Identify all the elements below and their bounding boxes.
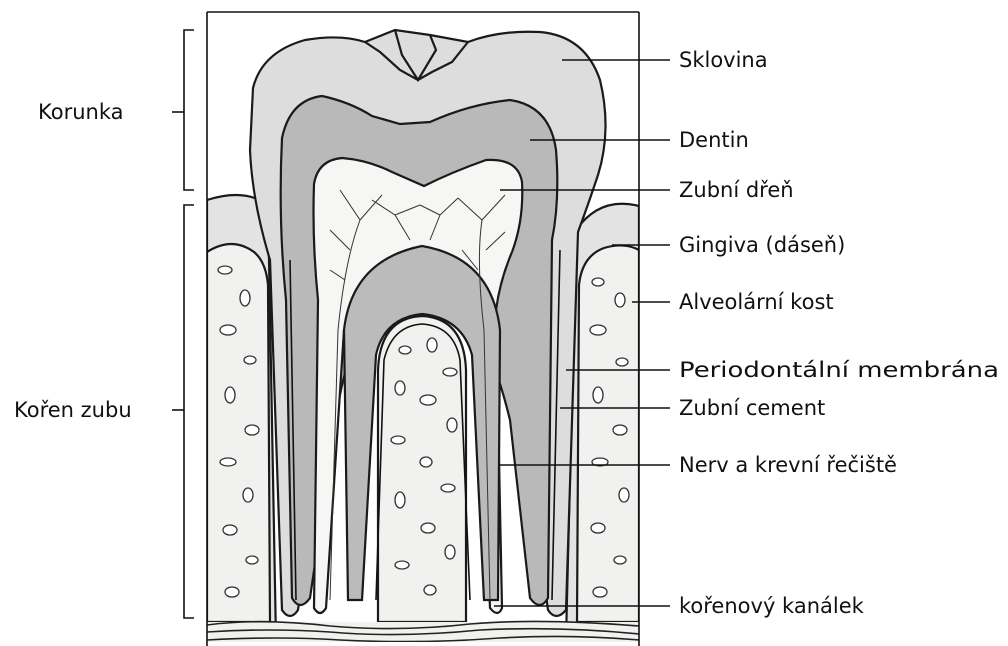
tooth-illustration	[207, 12, 639, 642]
label-alveolar-bone: Alveolární kost	[679, 290, 834, 314]
label-dentin: Dentin	[679, 128, 749, 152]
root-bracket	[172, 205, 194, 618]
alveolar-bone-middle	[378, 316, 466, 622]
alveolar-bone-left	[207, 244, 270, 622]
alveolar-bone-right	[577, 245, 639, 622]
label-gingiva: Gingiva (dáseň)	[679, 233, 845, 257]
label-enamel: Sklovina	[679, 48, 768, 72]
label-cementum: Zubní cement	[679, 396, 825, 420]
label-periodontal-membrane: Periodontální membrána	[679, 358, 999, 382]
label-pulp: Zubní dřeň	[679, 178, 794, 202]
label-crown: Korunka	[38, 100, 124, 124]
label-root: Kořen zubu	[14, 398, 132, 422]
label-root-canal: kořenový kanálek	[679, 594, 865, 618]
label-nerve-vessels: Nerv a krevní řečiště	[679, 453, 897, 477]
crown-bracket	[172, 30, 194, 190]
